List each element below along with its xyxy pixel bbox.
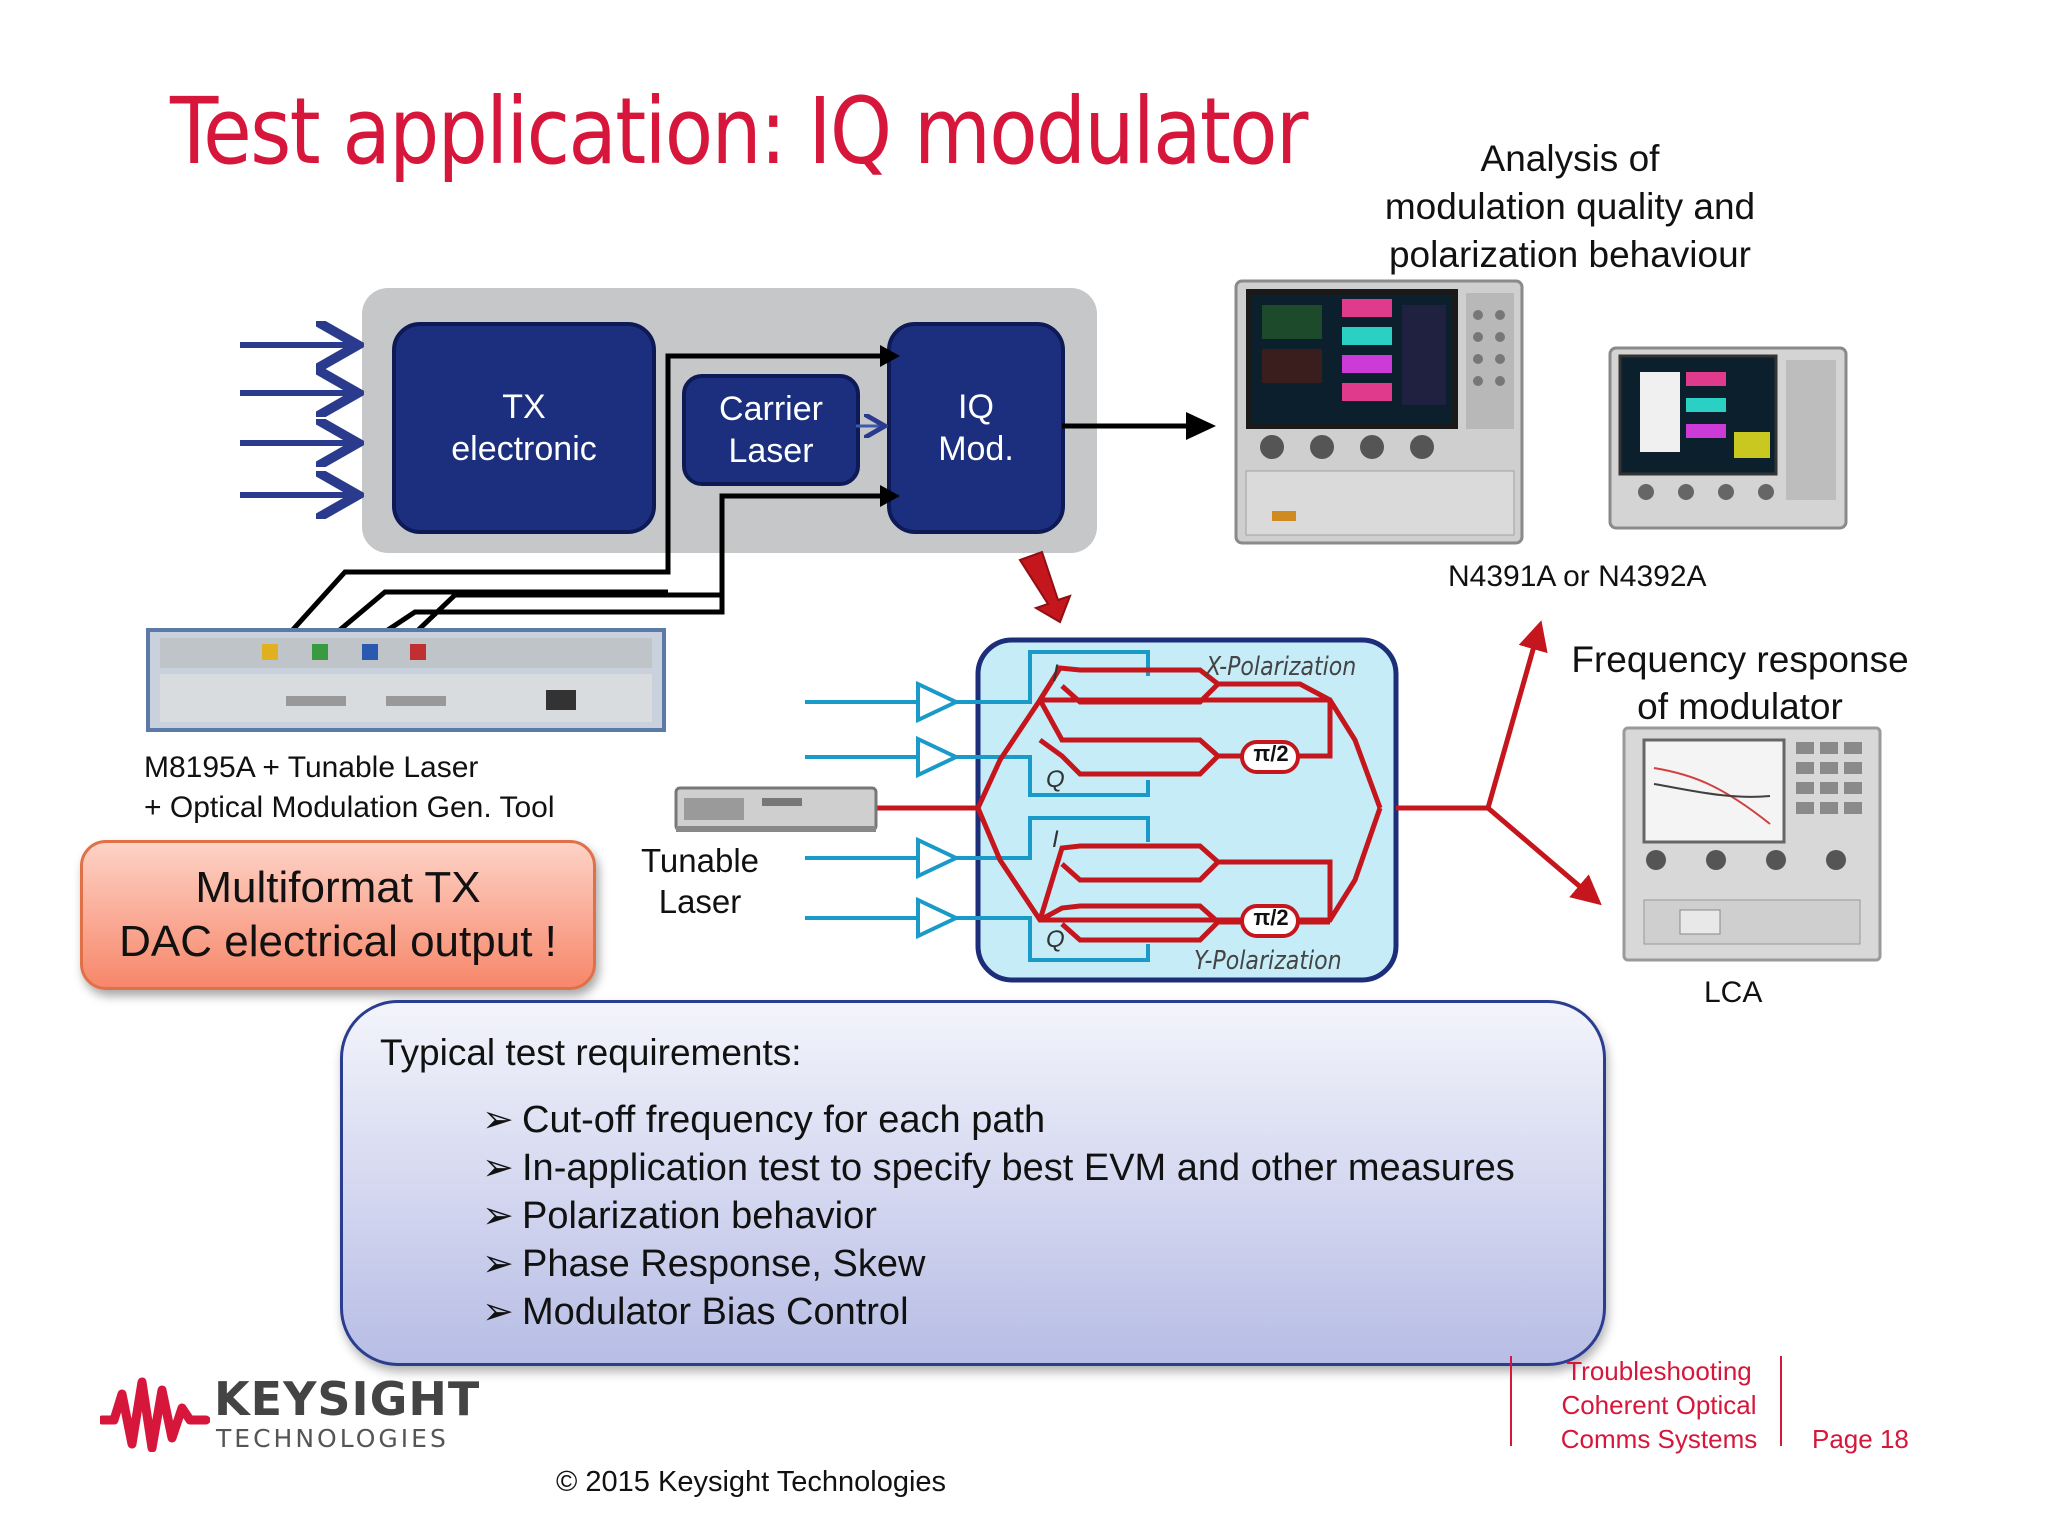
x-q-label: Q xyxy=(1046,766,1065,793)
tunable-laser-line-1: Tunable xyxy=(640,842,760,879)
scope-model-label: N4391A or N4392A xyxy=(1448,560,1707,593)
y-q-label: Q xyxy=(1046,926,1065,953)
bullet-arrow-icon: ➢ xyxy=(482,1099,514,1141)
analysis-description: Analysis of modulation quality and polar… xyxy=(1300,135,1840,279)
requirement-text: In-application test to specify best EVM … xyxy=(522,1147,1515,1189)
frequency-response-line-2: of modulator xyxy=(1637,686,1843,727)
frequency-response-description: Frequency response of modulator xyxy=(1560,636,1920,730)
tunable-laser-line-2: Laser xyxy=(658,883,742,920)
x-polarization-label: X-Polarization xyxy=(1206,652,1357,682)
awg-instrument-image xyxy=(146,628,666,732)
y-i-label: I xyxy=(1052,826,1059,853)
document-title-line-2: Coherent Optical xyxy=(1561,1390,1757,1420)
requirement-item: ➢Phase Response, Skew xyxy=(482,1241,925,1286)
brand-name: KEYSIGHT xyxy=(214,1372,481,1426)
test-requirements-box xyxy=(340,1000,1606,1366)
analysis-line-3: polarization behaviour xyxy=(1388,234,1751,275)
brand-subtitle: TECHNOLOGIES xyxy=(216,1424,449,1453)
page-word: Page xyxy=(1812,1424,1873,1454)
requirement-item: ➢In-application test to specify best EVM… xyxy=(482,1145,1515,1190)
y-phase-label: π/2 xyxy=(1253,905,1289,930)
carrier-label-line-1: Carrier xyxy=(719,390,823,428)
page-value: 18 xyxy=(1879,1424,1909,1454)
tx-electronic-block: TX electronic xyxy=(392,322,656,534)
rf-drivers xyxy=(805,650,1150,962)
bullet-arrow-icon: ➢ xyxy=(482,1147,514,1189)
requirement-text: Phase Response, Skew xyxy=(522,1243,926,1285)
keysight-logo-icon xyxy=(100,1377,210,1452)
tx-label-line-2: electronic xyxy=(451,430,597,468)
requirement-text: Modulator Bias Control xyxy=(522,1291,909,1333)
phase-shifters xyxy=(1240,740,1300,938)
document-title-line-3: Comms Systems xyxy=(1560,1424,1758,1454)
copyright-notice: © 2015 Keysight Technologies xyxy=(556,1466,947,1498)
analysis-line-2: modulation quality and xyxy=(1384,186,1756,227)
requirement-text: Cut-off frequency for each path xyxy=(522,1099,1046,1141)
input-arrows xyxy=(240,345,352,495)
lca-instrument-image xyxy=(1622,726,1882,962)
tx-label-line-1: TX xyxy=(502,388,546,426)
slide-title: Test application: IQ modulator xyxy=(170,78,1308,185)
iq-label-line-2: Mod. xyxy=(938,430,1014,468)
footer-divider xyxy=(1780,1356,1782,1446)
multiformat-line-2: DAC electrical output ! xyxy=(119,917,557,966)
iq-modulator-block: IQ Mod. xyxy=(887,322,1065,534)
requirement-item: ➢Cut-off frequency for each path xyxy=(482,1097,1045,1142)
document-title: Troubleshooting Coherent Optical Comms S… xyxy=(1550,1354,1768,1456)
iq-label-line-1: IQ xyxy=(958,388,994,426)
zoom-arrow xyxy=(1018,550,1072,624)
awg-caption-line-1: M8195A + Tunable Laser xyxy=(144,751,479,784)
frequency-response-line-1: Frequency response xyxy=(1571,639,1909,680)
tunable-laser-label: Tunable Laser xyxy=(630,840,770,922)
x-phase-label: π/2 xyxy=(1253,741,1289,766)
optical-waveguides xyxy=(820,620,1602,943)
output-arrowhead xyxy=(1186,412,1216,440)
dp-iq-modulator-box xyxy=(975,637,1399,983)
requirement-item: ➢Modulator Bias Control xyxy=(482,1289,909,1334)
bullet-arrow-icon: ➢ xyxy=(482,1243,514,1285)
y-polarization-label: Y-Polarization xyxy=(1194,946,1342,976)
lca-label: LCA xyxy=(1704,976,1763,1009)
page-number: Page 18 xyxy=(1812,1422,1909,1456)
multiformat-line-1: Multiformat TX xyxy=(195,863,481,912)
multiformat-callout: Multiformat TX DAC electrical output ! xyxy=(80,840,596,990)
requirement-text: Polarization behavior xyxy=(522,1195,877,1237)
tunable-laser-image xyxy=(674,786,878,832)
requirement-item: ➢Polarization behavior xyxy=(482,1193,877,1238)
awg-caption-line-2: + Optical Modulation Gen. Tool xyxy=(144,791,555,824)
awg-cables xyxy=(268,353,895,658)
requirements-heading: Typical test requirements: xyxy=(380,1032,802,1073)
x-i-label: I xyxy=(1052,660,1059,687)
oscilloscope-large-image xyxy=(1234,279,1524,545)
awg-caption: M8195A + Tunable Laser + Optical Modulat… xyxy=(144,748,555,828)
oscilloscope-small-image xyxy=(1608,346,1848,530)
bullet-arrow-icon: ➢ xyxy=(482,1195,514,1237)
footer-divider xyxy=(1510,1356,1512,1446)
bullet-arrow-icon: ➢ xyxy=(482,1291,514,1333)
document-title-line-1: Troubleshooting xyxy=(1566,1356,1752,1386)
carrier-label-line-2: Laser xyxy=(728,432,814,470)
analysis-line-1: Analysis of xyxy=(1480,138,1660,179)
